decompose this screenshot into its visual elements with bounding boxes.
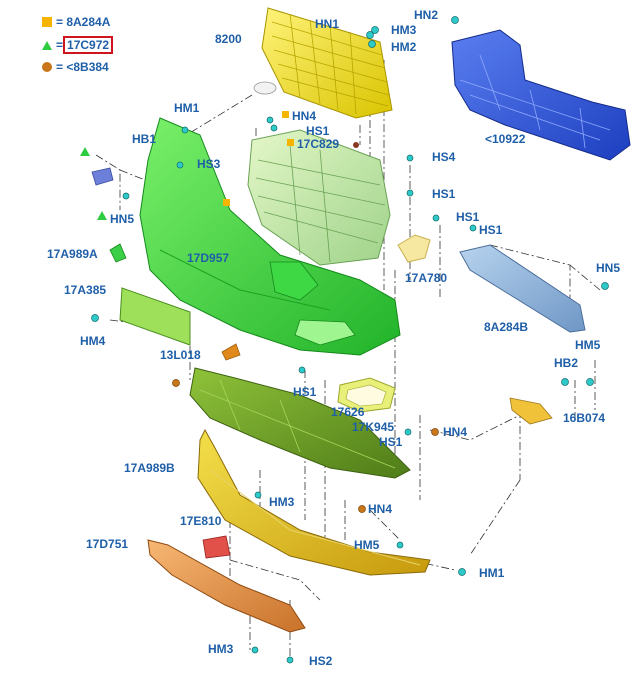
label-8200: 8200	[215, 32, 242, 46]
lower-deflector	[189, 367, 411, 479]
bracket-8A284B	[459, 244, 586, 333]
label-17a780: 17A780	[405, 271, 448, 285]
label-hm3-top: HM3	[391, 23, 417, 37]
fog-bezel-17A780	[397, 234, 431, 263]
legend-row-circle: = <8B384	[42, 59, 109, 75]
label-hm3-low: HM3	[208, 642, 234, 656]
label-hn5-left: HN5	[110, 212, 135, 226]
upper-grille-8200	[253, 7, 393, 119]
label-hn2: HN2	[414, 8, 439, 22]
label-hm5-top: HM5	[575, 338, 601, 352]
label-hm1-top: HM1	[174, 101, 200, 115]
label-hn1: HN1	[315, 17, 340, 31]
brown-marker-17c829	[353, 142, 359, 148]
label-hm1-low: HM1	[479, 566, 505, 580]
label-17k945: 17K945	[352, 420, 395, 434]
label-hs1-b: HS1	[432, 187, 456, 201]
label-17e810: 17E810	[180, 514, 222, 528]
label-hs2: HS2	[309, 654, 333, 668]
grille-frame-17B968	[247, 129, 391, 266]
bracket-17A989A	[109, 243, 127, 263]
label-17626: 17626	[331, 405, 365, 419]
label-17a989a: 17A989A	[47, 247, 98, 261]
label-8a284b: 8A284B	[484, 320, 529, 334]
label-hm5-low: HM5	[354, 538, 380, 552]
label-hb1: HB1	[132, 132, 157, 146]
lower-valance-17A989B	[197, 428, 431, 576]
label-hs3: HS3	[197, 157, 221, 171]
square-marker-hn4	[282, 111, 289, 118]
clip-13L018	[221, 343, 241, 361]
label-hb2: HB2	[554, 356, 579, 370]
label-17d751: 17D751	[86, 537, 129, 551]
reinforcement-bar-10922	[451, 29, 631, 161]
bumper-cover-17D957	[139, 117, 401, 356]
triangle-icon	[42, 40, 52, 50]
label-hm3-mid: HM3	[269, 495, 295, 509]
highlighted-part-number: 17C972	[63, 36, 114, 54]
label-17d957: 17D957	[187, 251, 230, 265]
label-hn4-top: HN4	[292, 109, 317, 123]
push-pins	[172, 379, 439, 513]
label-16b074: 16B074	[563, 411, 606, 425]
label-hs1-a: HS1	[306, 124, 330, 138]
circle-icon	[42, 62, 52, 72]
left-bracket-17C972	[91, 167, 114, 186]
legend-row-square: = 8A284A	[42, 14, 110, 30]
label-hm2: HM2	[391, 40, 417, 54]
triangle-marker-hn5	[97, 211, 107, 220]
fasteners	[91, 16, 609, 664]
label-17c829: 17C829	[297, 137, 340, 151]
label-hs1-d: HS1	[479, 223, 503, 237]
square-marker-grille	[223, 199, 230, 206]
square-marker-17c829	[287, 139, 294, 146]
label-hm4: HM4	[80, 334, 106, 348]
label-17a385: 17A385	[64, 283, 107, 297]
plate-17E810	[202, 535, 231, 559]
label-hs4: HS4	[432, 150, 456, 164]
skid-plate-17D751	[147, 539, 306, 633]
triangle-marker-left	[80, 147, 90, 156]
label-hs1-e: HS1	[293, 385, 317, 399]
label-hn4-low: HN4	[368, 502, 393, 516]
label-17a989b: 17A989B	[124, 461, 175, 475]
bracket-16B074	[509, 397, 553, 425]
square-icon	[42, 17, 52, 27]
label-hs1-c: HS1	[456, 210, 480, 224]
plate-17A385	[119, 287, 191, 346]
bezel-17K945	[337, 377, 396, 413]
label-hs1-f: HS1	[379, 435, 403, 449]
label-hn4-mid: HN4	[443, 425, 468, 439]
label-13l018: 13L018	[160, 348, 201, 362]
label-hn5-right: HN5	[596, 261, 621, 275]
legend-row-triangle: = 17C972	[42, 36, 114, 54]
label-10922: <10922	[485, 132, 526, 146]
